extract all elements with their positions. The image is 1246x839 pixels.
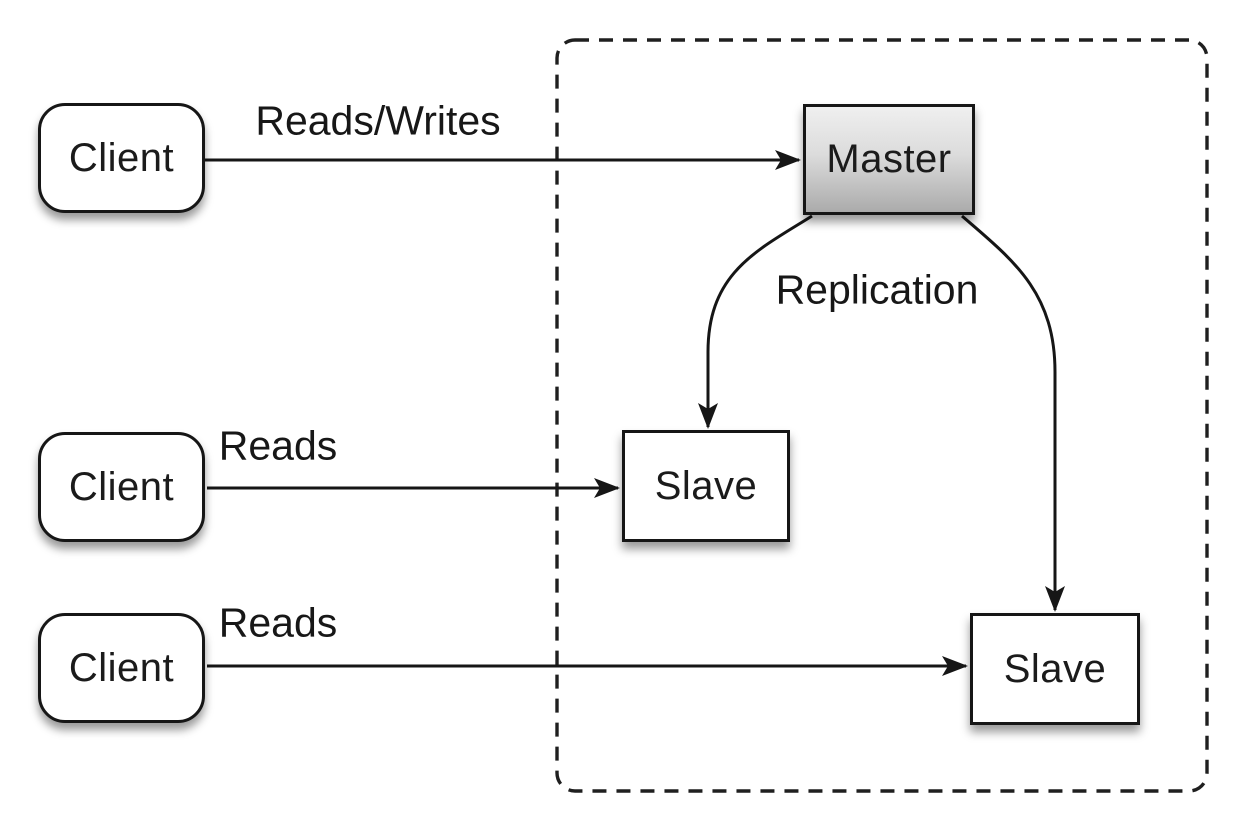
node-master: Master [803,104,975,215]
node-client-1: Client [38,103,205,213]
node-client-3: Client [38,613,205,723]
node-client-3-label: Client [68,645,175,690]
edge-replication-slave1-arrow [698,214,813,429]
node-client-2-label: Client [68,464,175,509]
node-client-2: Client [38,432,205,542]
edge-label-reads-top: Reads [218,422,338,469]
node-slave-2: Slave [970,613,1140,725]
edge-label-reads-bottom: Reads [218,599,338,646]
node-slave-1: Slave [622,430,790,542]
node-client-1-label: Client [68,135,175,180]
node-master-label: Master [826,137,952,181]
edge-label-replication: Replication [775,266,979,313]
node-slave-2-label: Slave [1003,646,1107,691]
edge-replication-slave2-arrow [961,214,1065,612]
replication-boundary-box [555,38,1209,793]
node-slave-1-label: Slave [654,463,758,508]
edge-label-reads-writes: Reads/Writes [255,97,501,144]
